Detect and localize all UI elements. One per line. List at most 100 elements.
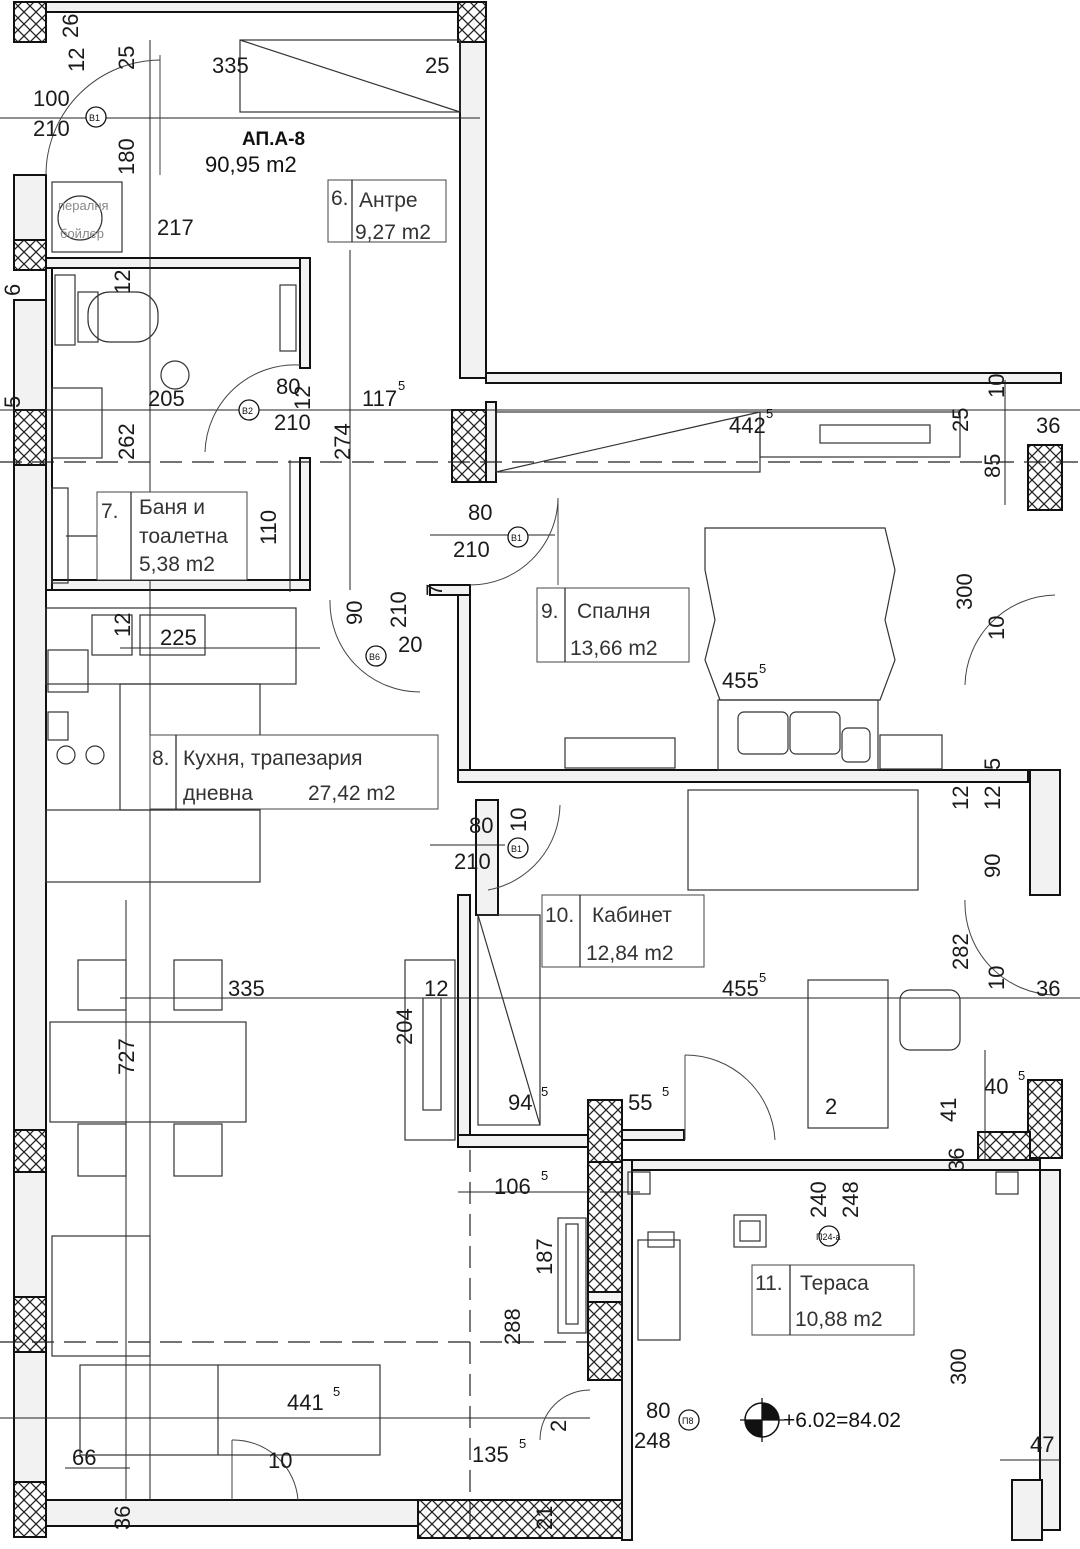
dim-5-left: 5 (0, 396, 25, 408)
dim-10-c: 10 (506, 808, 531, 832)
room-6-name: Антре (359, 189, 418, 212)
dim-217: 217 (157, 215, 194, 240)
apartment-area: 90,95 m2 (205, 152, 297, 177)
dim-2-study: 2 (825, 1094, 837, 1119)
dim-36-c: 36 (944, 1148, 969, 1172)
level-marker-icon (740, 1398, 784, 1442)
dim-135: 135 (472, 1442, 509, 1467)
dim-66: 66 (72, 1445, 96, 1470)
dim-25-a: 25 (114, 46, 139, 70)
dim-10-b: 10 (984, 616, 1009, 640)
dim-300-terrace: 300 (946, 1348, 971, 1385)
door-tag-7: П24-а (816, 1232, 840, 1242)
dim-85: 85 (980, 454, 1005, 478)
dim-20: 20 (398, 632, 422, 657)
sup-135: 5 (519, 1436, 526, 1451)
dim-288: 288 (500, 1308, 525, 1345)
dim-110: 110 (256, 510, 281, 545)
dim-282: 282 (948, 933, 973, 970)
dim-210-corr: 210 (386, 591, 411, 628)
door-swings (45, 55, 1056, 1501)
room-9-area: 13,66 m2 (570, 637, 658, 660)
dim-80-bath: 80 (276, 374, 300, 399)
dim-180: 180 (114, 138, 139, 175)
dim-455-bed: 455 (722, 668, 759, 693)
sup-455-bed: 5 (759, 661, 766, 676)
furniture (45, 39, 1019, 1456)
dim-12-c: 12 (290, 386, 315, 410)
dim-26: 26 (58, 14, 83, 38)
dim-10-a: 10 (984, 374, 1009, 398)
door-tag-1: В1 (89, 113, 100, 123)
room-8-name2: дневна (183, 782, 253, 805)
dim-90: 90 (342, 601, 367, 625)
dim-12-e: 12 (948, 786, 973, 810)
dim-47: 47 (1030, 1432, 1054, 1457)
walls (13, 1, 1063, 1541)
door-tag-5: В1 (511, 844, 522, 854)
sup-442: 5 (766, 406, 773, 421)
apartment-name: АП.А-8 (242, 129, 305, 150)
dim-210-study: 210 (454, 849, 491, 874)
dim-41: 41 (936, 1098, 961, 1122)
sup-441: 5 (333, 1384, 340, 1399)
dim-274: 274 (330, 423, 355, 460)
dim-80-terrace: 80 (646, 1398, 670, 1423)
dim-204: 204 (392, 1008, 417, 1045)
room-11-num: 11. (755, 1272, 783, 1295)
sup-106: 5 (541, 1168, 548, 1183)
room-7-name2: тоалетна (139, 525, 228, 548)
dim-335-top: 335 (212, 53, 249, 78)
dim-12-d: 12 (110, 613, 135, 637)
dimensions-vertical: 26 25 12 180 12 12 274 262 25 85 10 110 … (0, 14, 1009, 1530)
door-tag-4: В6 (369, 652, 380, 662)
room-9-num: 9. (541, 600, 559, 623)
door-tag-6: П8 (682, 1416, 693, 1426)
dimension-superscripts: 5 5 5 5 5 5 5 5 5 5 (333, 378, 1025, 1451)
door-tag-3: В1 (511, 533, 522, 543)
dim-12-a: 12 (64, 48, 89, 72)
room-label-boxes (96, 179, 915, 1336)
dim-21: 21 (532, 1506, 557, 1530)
door-tags: В1 В2 В1 В6 В1 П8 П24-а (85, 106, 840, 1431)
dim-12-b: 12 (110, 270, 135, 294)
dim-248: 248 (838, 1181, 863, 1218)
room-10-area: 12,84 m2 (586, 942, 674, 965)
room-7-num: 7. (101, 500, 119, 523)
dim-248-terrace: 248 (634, 1428, 671, 1453)
dim-187: 187 (532, 1238, 557, 1275)
dim-441: 441 (287, 1390, 324, 1415)
dimensions: 335 25 100 210 217 205 80 210 117 442 36… (33, 53, 1060, 1473)
dim-90-study: 90 (980, 854, 1005, 878)
dim-300-bed: 300 (952, 573, 977, 610)
dim-36-a: 36 (1036, 413, 1060, 438)
sup-117: 5 (398, 378, 405, 393)
room-8-num: 8. (152, 747, 170, 770)
dim-2-terrace: 2 (546, 1420, 571, 1432)
room-9-name: Спалня (577, 600, 650, 623)
dim-210-bath: 210 (274, 410, 311, 435)
sup-40: 5 (1018, 1068, 1025, 1083)
dim-94: 94 (508, 1090, 532, 1115)
room-8-area: 27,42 m2 (308, 782, 396, 805)
dim-40: 40 (984, 1074, 1008, 1099)
dim-727: 727 (114, 1038, 139, 1075)
room-8-name: Кухня, трапезария (183, 747, 363, 770)
washer-label: пералня (58, 198, 109, 213)
dim-25-c: 25 (948, 408, 973, 432)
dim-10-d: 10 (984, 966, 1009, 990)
dim-7: 7 (422, 584, 447, 596)
sup-94: 5 (541, 1084, 548, 1099)
room-11-area: 10,88 m2 (795, 1308, 883, 1331)
dim-117: 117 (362, 386, 397, 411)
dim-36-d: 36 (110, 1506, 135, 1530)
dim-25-top: 25 (425, 53, 449, 78)
room-6-num: 6. (331, 187, 349, 210)
dim-335-living: 335 (228, 976, 265, 1001)
dim-205: 205 (148, 386, 185, 411)
room-7-name: Баня и (139, 496, 205, 519)
room-10-num: 10. (545, 904, 574, 927)
dim-55: 55 (628, 1090, 652, 1115)
room-10-name: Кабинет (592, 904, 672, 927)
